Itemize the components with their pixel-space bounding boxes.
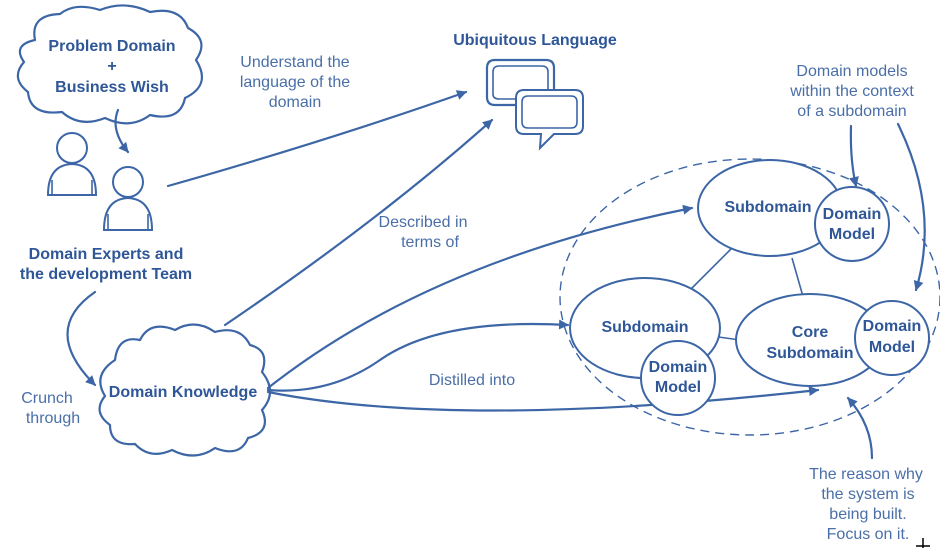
domain-experts-line1: Domain Experts and	[29, 246, 184, 263]
reason-line4: Focus on it.	[827, 526, 910, 543]
context-line1: Domain models	[796, 63, 907, 80]
core-subdomain-line1: Core	[792, 324, 829, 341]
domain-model-left-circle	[640, 340, 716, 416]
crunch-through-arrow	[66, 290, 97, 387]
domain-knowledge-label: Domain Knowledge	[109, 384, 258, 401]
understand-line1: Understand the	[240, 54, 350, 71]
described-line2: terms of	[401, 234, 459, 251]
people-icon	[46, 132, 154, 231]
context-line2: within the context	[789, 83, 914, 100]
distilled-arrow-top	[266, 204, 694, 390]
described-line1: Described in	[379, 214, 468, 231]
problem-domain-cloud	[16, 4, 204, 125]
problem-domain-line3: Business Wish	[55, 79, 169, 96]
domain-model-top-line2: Model	[829, 226, 875, 243]
ubiquitous-language-title: Ubiquitous Language	[453, 32, 617, 49]
reason-line1: The reason why	[809, 466, 923, 483]
distilled-arrow-middle	[266, 319, 570, 392]
context-arrow-top	[849, 124, 859, 188]
context-arrow-core	[896, 122, 926, 292]
crunch-line2: through	[26, 410, 80, 427]
domain-model-top-line1: Domain	[823, 206, 882, 223]
subdomain-left-label: Subdomain	[601, 319, 688, 336]
domain-model-core-line2: Model	[869, 339, 915, 356]
speech-bubbles-icon	[485, 58, 584, 151]
domain-knowledge-cloud	[98, 323, 272, 457]
domain-model-core-line1: Domain	[863, 318, 922, 335]
domain-model-core-circle	[854, 300, 930, 376]
problem-domain-line1: Problem Domain	[48, 38, 175, 55]
domain-model-left-line1: Domain	[649, 359, 708, 376]
domain-boundary	[559, 158, 940, 436]
understand-line2: language of the	[240, 74, 350, 91]
cursor-mark-icon	[916, 538, 930, 548]
subdomain-top-label: Subdomain	[724, 199, 811, 216]
core-subdomain-line2: Subdomain	[766, 345, 853, 362]
problem-domain-line2: +	[107, 58, 116, 75]
domain-model-left-line2: Model	[655, 379, 701, 396]
reason-line3: being built.	[829, 506, 906, 523]
reason-arrow	[846, 396, 874, 460]
understand-arrow	[166, 90, 468, 188]
connector-top-left	[687, 247, 733, 293]
distilled-into-label: Distilled into	[429, 372, 515, 389]
connector-top-core	[791, 257, 805, 301]
described-in-arrow	[223, 118, 494, 327]
distilled-arrow-bottom	[266, 386, 820, 412]
understand-line3: domain	[269, 94, 321, 111]
cloud-to-people-arrow	[114, 108, 130, 154]
domain-experts-line2: the development Team	[20, 266, 192, 283]
domain-model-top-circle	[814, 186, 890, 262]
reason-line2: the system is	[821, 486, 914, 503]
crunch-line1: Crunch	[21, 390, 73, 407]
context-line3: of a subdomain	[797, 103, 906, 120]
